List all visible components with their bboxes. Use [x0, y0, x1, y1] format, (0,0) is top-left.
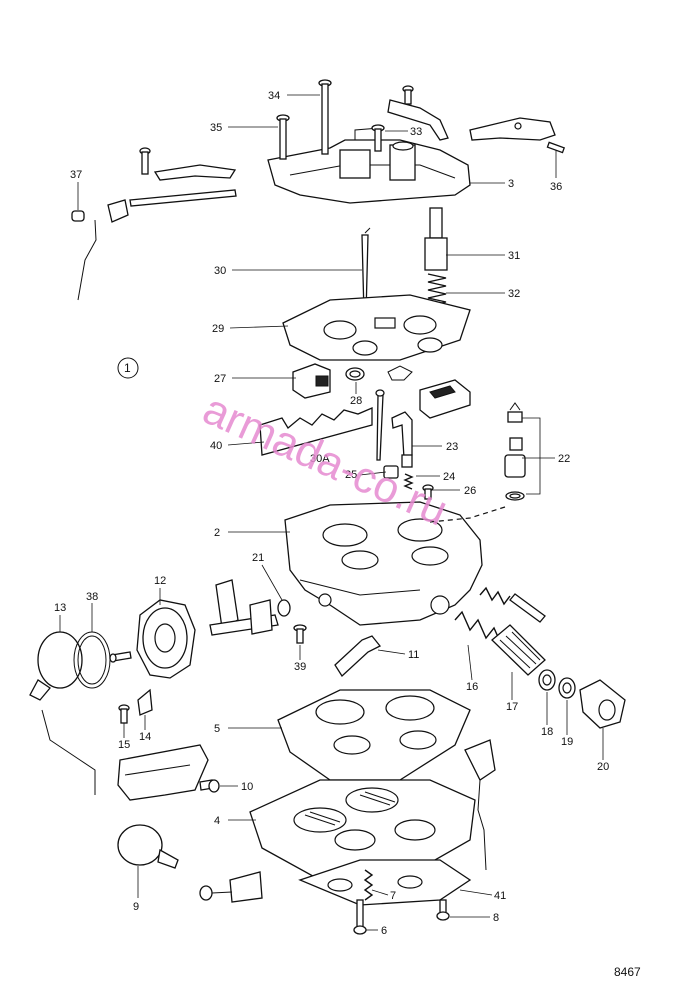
callout-19: 19 — [561, 736, 573, 748]
ring-part-28 — [345, 367, 365, 381]
rod-part-30A — [375, 389, 385, 461]
hose-part-11 — [334, 635, 382, 678]
callout-14: 14 — [139, 731, 151, 743]
vacuum-unit-part-9 — [117, 824, 179, 869]
screw-part-34 — [318, 79, 332, 155]
figure-number: 8467 — [614, 965, 641, 979]
spring-part-7 — [363, 869, 374, 901]
carburetor-body-part-2 — [284, 501, 483, 626]
clip-part — [387, 365, 413, 381]
linkage-rod-left — [41, 709, 96, 795]
washer-part-18 — [538, 669, 556, 691]
assembly-dashed-line — [429, 506, 506, 523]
screw-part-26 — [422, 484, 434, 500]
comb-part-40 — [259, 407, 373, 456]
callout-32: 32 — [508, 288, 520, 300]
diaphragm-housing-part-12 — [136, 599, 196, 679]
bracket-part-14 — [137, 688, 153, 716]
callout-labels: 34 35 33 3 36 37 30 31 32 29 27 28 40 30… — [54, 90, 609, 937]
cover-part-13 — [29, 631, 83, 701]
callout-35: 35 — [210, 122, 222, 134]
spring-part-24 — [403, 473, 414, 490]
callout-36: 36 — [550, 181, 562, 193]
fitting-part-20 — [579, 679, 626, 729]
screw-part-35 — [276, 114, 290, 160]
callout-6: 6 — [381, 925, 387, 937]
callout-7: 7 — [390, 890, 396, 902]
float-part-27 — [292, 363, 331, 399]
throttle-linkage-right — [464, 739, 496, 871]
svg-text:1: 1 — [124, 361, 131, 375]
screw-part-8 — [436, 899, 450, 921]
screws-left — [109, 651, 132, 663]
callout-30: 30 — [214, 265, 226, 277]
callout-15: 15 — [118, 739, 130, 751]
valve-part-23 — [391, 411, 413, 468]
callout-26: 26 — [464, 485, 476, 497]
callout-2: 2 — [214, 527, 220, 539]
screw-part-15 — [118, 704, 130, 724]
screw-and-spring-right — [479, 586, 546, 623]
callout-10: 10 — [241, 781, 253, 793]
callout-21: 21 — [252, 552, 264, 564]
callout-27: 27 — [214, 373, 226, 385]
spring-part-16 — [454, 610, 503, 647]
top-linkage — [387, 85, 449, 141]
callout-5: 5 — [214, 723, 220, 735]
view-marker: 1 — [117, 357, 139, 379]
callout-40: 40 — [210, 440, 222, 452]
needle-valve-part-22 — [504, 402, 526, 501]
callout-31: 31 — [508, 250, 520, 262]
callout-9: 9 — [133, 901, 139, 913]
callout-11: 11 — [408, 649, 419, 661]
filter-part-17 — [491, 624, 546, 676]
callout-12: 12 — [154, 575, 166, 587]
piston-part-31 — [424, 207, 448, 271]
callout-24: 24 — [443, 471, 455, 483]
callout-29: 29 — [212, 323, 224, 335]
gasket-part-29 — [282, 294, 471, 361]
callout-41: 41 — [494, 890, 506, 902]
callout-37: 37 — [70, 169, 82, 181]
linkage-bottom-left — [199, 871, 263, 903]
callout-38: 38 — [86, 591, 98, 603]
callout-23: 23 — [446, 441, 458, 453]
screw-part-10 — [199, 779, 220, 793]
callout-13: 13 — [54, 602, 66, 614]
linkage-left — [209, 579, 279, 636]
callout-34: 34 — [268, 90, 280, 102]
callout-4: 4 — [214, 815, 220, 827]
washer-part-19 — [558, 677, 576, 699]
callout-22: 22 — [558, 453, 570, 465]
callout-28: 28 — [350, 395, 362, 407]
callout-33: 33 — [410, 126, 422, 138]
screw-part-39 — [293, 624, 307, 644]
screw-part-33 — [371, 124, 385, 152]
gasket-part-5 — [277, 689, 471, 781]
callout-25: 25 — [345, 469, 357, 481]
callout-17: 17 — [506, 701, 518, 713]
callout-30A: 30A — [310, 453, 330, 465]
callout-3: 3 — [508, 178, 514, 190]
bracket-part — [117, 744, 209, 801]
lever-part-36 — [469, 117, 566, 154]
block-part — [419, 379, 471, 419]
plate-part-41 — [298, 859, 472, 906]
callout-18: 18 — [541, 726, 553, 738]
top-cover-part-3 — [267, 127, 471, 204]
choke-rod-part-37 — [71, 147, 237, 301]
callout-8: 8 — [493, 912, 499, 924]
callout-20: 20 — [597, 761, 609, 773]
base-plate-part-4 — [249, 779, 476, 881]
ring-part-21 — [277, 599, 291, 617]
callout-39: 39 — [294, 661, 306, 673]
leader-lines — [59, 94, 604, 931]
callout-16: 16 — [466, 681, 478, 693]
